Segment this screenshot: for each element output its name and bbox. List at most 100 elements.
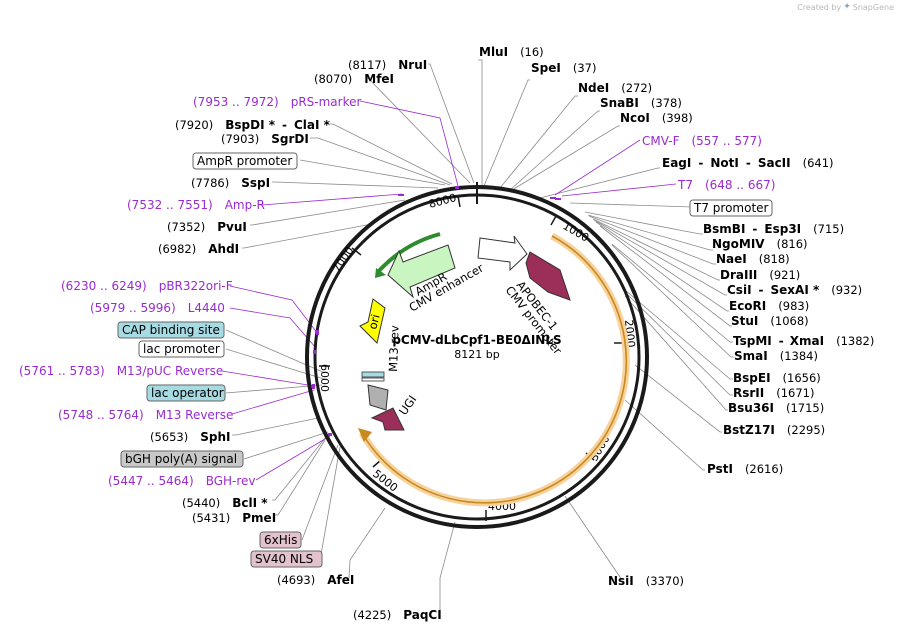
enzyme-pos: (1656) xyxy=(783,371,821,385)
primer-range: (6230 .. 6249) xyxy=(61,279,147,293)
enzyme-name: TspMI xyxy=(733,334,772,348)
svg-text:(7352)PvuI: (7352)PvuI xyxy=(167,220,247,234)
svg-text:(5761 .. 5783)M13/pUC Reverse: (5761 .. 5783) M13/pUC Reverse xyxy=(19,364,223,378)
enzyme-pos: (816) xyxy=(777,237,808,251)
enzyme-pos: (8117) xyxy=(348,58,386,72)
svg-text:MluI(16): MluI(16) xyxy=(479,45,544,59)
enzyme-pos: (921) xyxy=(769,268,800,282)
enzyme-name: Bsu36I xyxy=(728,401,774,415)
enzyme-name: SnaBI xyxy=(600,96,639,110)
svg-text:NdeI(272): NdeI(272) xyxy=(578,81,652,95)
enzyme-name: PaqCI xyxy=(403,608,441,622)
primer-range: (5748 .. 5764) xyxy=(58,408,144,422)
svg-text:DraIII(921): DraIII (921) xyxy=(720,268,800,282)
svg-text:BspEI(1656): BspEI(1656) xyxy=(733,371,821,385)
primer-name: BGH-rev xyxy=(206,474,256,488)
enzyme-name: NaeI xyxy=(716,252,747,266)
primer-range: (648 .. 667) xyxy=(705,178,775,192)
snapgene-logo-icon: ✦ xyxy=(843,2,851,12)
credit-prefix: Created by xyxy=(797,2,842,12)
ampr-promoter-arc xyxy=(376,232,441,274)
primer-name: pBR322ori-F xyxy=(159,279,233,293)
enzyme-name: SmaI xyxy=(734,349,768,363)
enzyme-pos: (5440) xyxy=(182,496,220,510)
enzyme-pos: (378) xyxy=(651,96,682,110)
feature-label-ugi: UGI xyxy=(396,393,419,418)
enzyme-name: StuI xyxy=(731,314,758,328)
primer-range: (557 .. 577) xyxy=(691,134,761,148)
enzyme-pos: (1384) xyxy=(780,349,818,363)
apobec-feature xyxy=(525,251,571,301)
box-ampr-promoter xyxy=(192,152,298,170)
enzyme-name: MluI xyxy=(479,45,508,59)
enzyme-pos: (641) xyxy=(803,156,834,170)
box-lac-operator xyxy=(146,384,226,402)
svg-text:NaeI(818): NaeI (818) xyxy=(716,252,790,266)
svg-text:(7903)SgrDI: (7903) SgrDI xyxy=(221,132,309,146)
svg-text:(8070)MfeI: (8070) MfeI xyxy=(314,72,394,86)
svg-text:(5447 .. 5464)BGH-rev: (5447 .. 5464)BGH-rev xyxy=(108,474,256,488)
bgh-feature xyxy=(367,384,389,411)
enzyme-name: SphI xyxy=(200,430,230,444)
enzyme-pos: (2616) xyxy=(745,462,783,476)
enzyme-pos: (1068) xyxy=(770,314,808,328)
svg-text:(7920)BspDI *-ClaI *: (7920)BspDI *-ClaI * xyxy=(175,118,331,132)
enzyme-pos: (7352) xyxy=(167,220,205,234)
enzyme-pos: (715) xyxy=(813,222,844,236)
leader-lines xyxy=(225,59,734,612)
primer-name: pRS-marker xyxy=(291,95,362,109)
primer-name: Amp-R xyxy=(225,198,265,212)
svg-text:(4225)PaqCI: (4225)PaqCI xyxy=(353,608,442,622)
feature-label-ori: ori xyxy=(365,313,382,331)
enzyme-name: DraIII xyxy=(720,268,757,282)
enzyme-pos: (983) xyxy=(778,299,809,313)
svg-text:SpeI(37): SpeI(37) xyxy=(531,61,596,75)
enzyme-name: SgrDI xyxy=(271,132,309,146)
svg-text:NsiI(3370): NsiI(3370) xyxy=(608,574,684,588)
enzyme-pos: (7920) xyxy=(175,118,213,132)
feature-label-m13-rev: M13 rev xyxy=(386,325,402,372)
primer-range: (5761 .. 5783) xyxy=(19,364,105,378)
enzyme-name: CsiI xyxy=(727,283,752,297)
svg-text:BsmBI-Esp3I(715): BsmBI-Esp3I(715) xyxy=(703,222,844,236)
box-label: CAP binding site xyxy=(122,323,220,337)
primer-name: L4440 xyxy=(188,301,225,315)
ampr-promoter-arrowhead xyxy=(375,268,386,278)
svg-text:RsrII(1671): RsrII(1671) xyxy=(733,386,814,400)
ugi-feature xyxy=(370,407,405,431)
svg-text:(8117)NruI: (8117)NruI xyxy=(348,58,427,72)
box-label: lac operator xyxy=(151,386,224,400)
enzyme-pos: (818) xyxy=(759,252,790,266)
enzyme-pos: (7903) xyxy=(221,132,259,146)
svg-text:(7953 .. 7972)pRS-marker: (7953 .. 7972)pRS-marker xyxy=(193,95,361,109)
credit-brand: SnapGene xyxy=(852,2,894,12)
enzyme-name: EagI xyxy=(662,156,691,170)
box-sv40-nls xyxy=(250,550,323,568)
enzyme-pos: (6982) xyxy=(158,242,196,256)
svg-text:(6230 .. 6249)pBR322ori-F: (6230 .. 6249) pBR322ori-F xyxy=(61,279,233,293)
enzyme-name: BsmBI xyxy=(703,222,745,236)
enzyme-name: BstZ17I xyxy=(723,423,775,437)
primer-name: M13/pUC Reverse xyxy=(117,364,224,378)
enzyme-pos: (7786) xyxy=(191,176,229,190)
svg-text:StuI(1068): StuI (1068) xyxy=(731,314,809,328)
box-lac-promoter xyxy=(138,340,225,358)
svg-text:NgoMIV(816): NgoMIV(816) xyxy=(712,237,808,251)
lac-operator-feature xyxy=(361,371,385,378)
primer-name: CMV-F xyxy=(642,134,680,148)
enzyme-name: AhdI xyxy=(208,242,239,256)
feature-boxes: AmpR promoter T7 promoter CAP binding si… xyxy=(117,152,773,568)
svg-text:(7786)SspI: (7786)SspI xyxy=(191,176,270,190)
enzyme-pos: (37) xyxy=(573,61,597,75)
primer-range: (7532 .. 7551) xyxy=(127,198,213,212)
enzyme-pos: (1382) xyxy=(836,334,874,348)
svg-text:T7(648 .. 667): T7(648 .. 667) xyxy=(677,178,775,192)
plasmid-size: 8121 bp xyxy=(454,348,499,361)
primer-range: (5979 .. 5996) xyxy=(90,301,176,315)
enzyme-pos: (932) xyxy=(831,283,862,297)
enzyme-pos: (8070) xyxy=(314,72,352,86)
svg-text:CMV-F(557 .. 577): CMV-F (557 .. 577) xyxy=(642,134,762,148)
enzyme-name: MfeI xyxy=(364,72,394,86)
enzyme-name: EcoRI xyxy=(729,299,766,313)
